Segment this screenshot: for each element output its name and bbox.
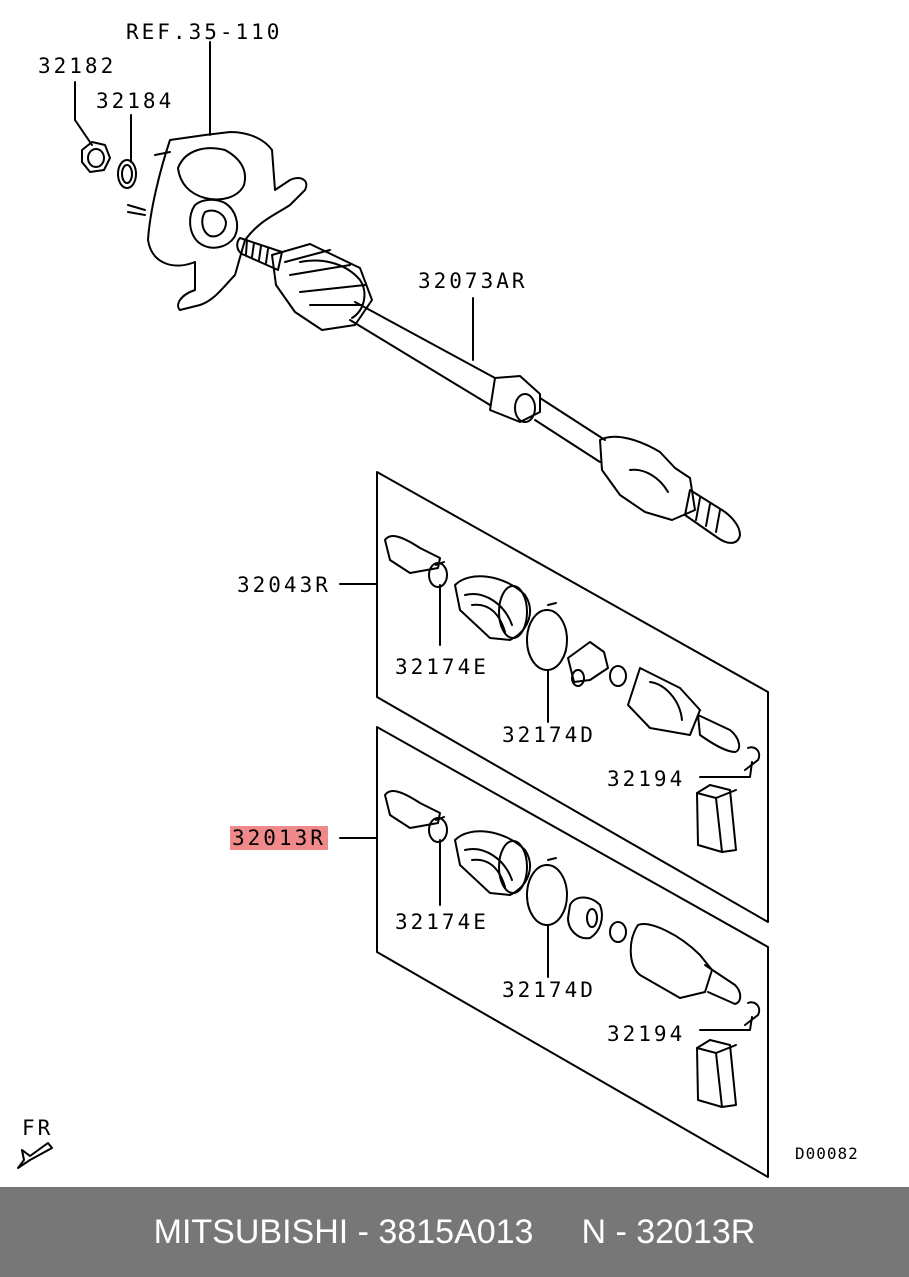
label-32043R: 32043R <box>237 573 331 597</box>
label-32013R-highlighted[interactable]: 32013R <box>230 826 328 850</box>
label-32073AR: 32073AR <box>418 269 528 293</box>
label-ref-35-110: REF.35-110 <box>126 20 283 44</box>
label-32174E-top: 32174E <box>395 655 489 679</box>
drive-shaft-32073AR <box>236 237 741 544</box>
footer-brand-part: MITSUBISHI - 3815A013 <box>153 1212 534 1251</box>
kit-box-32043R <box>339 471 769 923</box>
label-32174E-bottom: 32174E <box>395 910 489 934</box>
label-32174D-bottom: 32174D <box>502 978 596 1002</box>
footer-ref-number: N - 32013R <box>581 1212 756 1251</box>
label-32184: 32184 <box>96 89 175 113</box>
diagram-drawing <box>17 41 769 1178</box>
hub-knuckle <box>127 131 308 311</box>
front-arrow-icon <box>17 1142 53 1169</box>
label-fr: FR <box>22 1116 54 1140</box>
parts-diagram: REF.35-110 32182 32184 32073AR 32043R 32… <box>17 20 859 1178</box>
footer-bar: MITSUBISHI - 3815A013 N - 32013R <box>0 1187 909 1277</box>
label-32194-top: 32194 <box>607 767 686 791</box>
label-32182: 32182 <box>38 54 117 78</box>
label-32174D-top: 32174D <box>502 723 596 747</box>
nut-32182 <box>81 141 111 173</box>
kit-box-32013R <box>339 726 769 1178</box>
diagram-id: D00082 <box>795 1144 859 1163</box>
label-32194-bottom: 32194 <box>607 1022 686 1046</box>
washer-32184 <box>117 159 137 189</box>
